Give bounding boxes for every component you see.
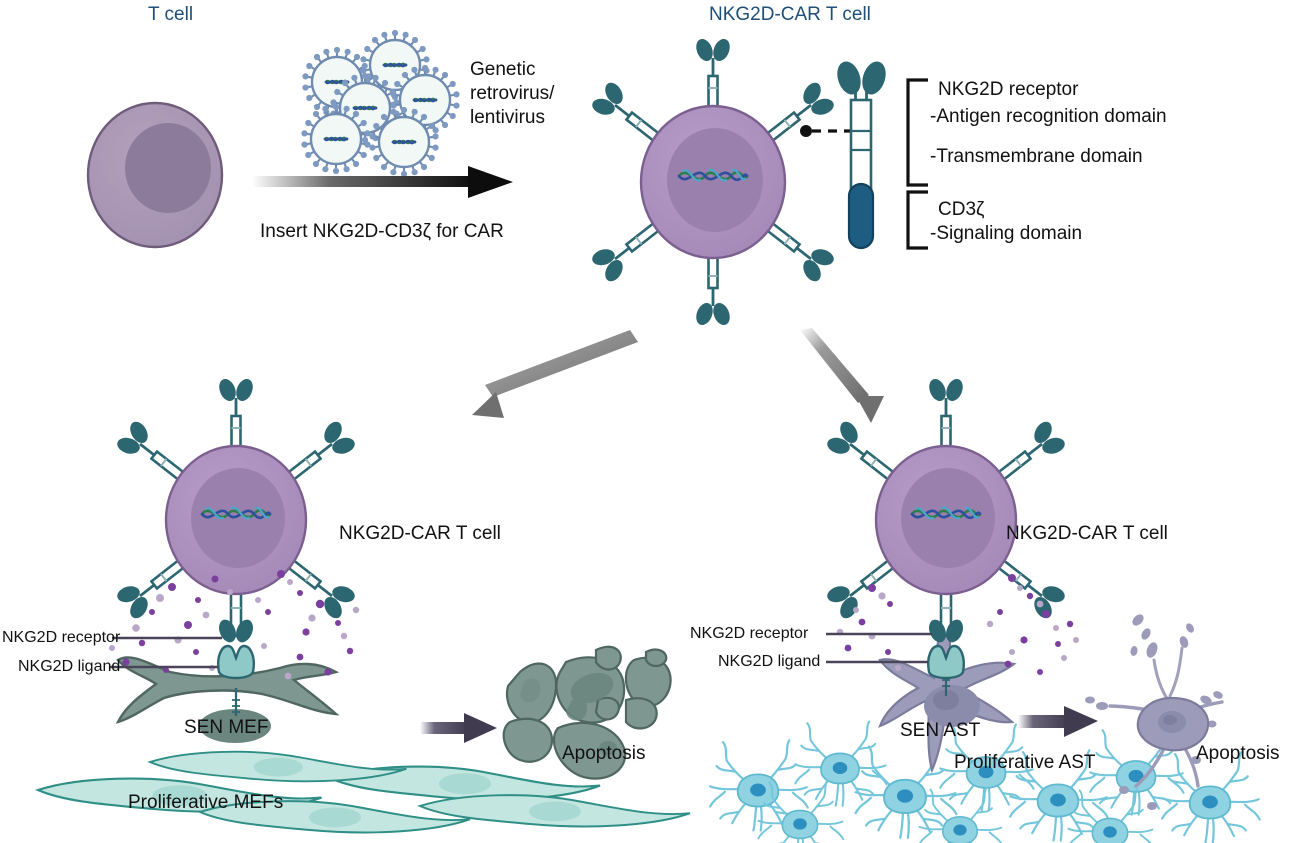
callout-anchor-dot	[800, 125, 812, 137]
legend-antigen-recognition-domain: -Antigen recognition domain	[930, 106, 1167, 127]
left-apoptosis-label: Apoptosis	[562, 743, 646, 764]
bracket-upper	[906, 78, 928, 187]
sen-ast-label: SEN AST	[900, 720, 981, 741]
antigen-lobe-left	[837, 61, 861, 95]
apoptotic-fragments	[1085, 614, 1223, 810]
antigen-lobe-right	[862, 61, 886, 95]
apoptotic-mef-inner	[520, 672, 617, 755]
apoptosis-arrow-right	[1018, 706, 1098, 737]
proliferative-ast-label: Proliferative AST	[954, 752, 1096, 773]
leader-lines-left	[110, 636, 222, 669]
car-receptor-schematic	[800, 61, 928, 250]
branch-arrow-right	[800, 328, 884, 423]
apoptotic-ast	[1085, 614, 1224, 810]
left-panel-car-title: NKG2D-CAR T cell	[339, 523, 501, 544]
t-cell-title: T cell	[148, 4, 194, 25]
sen-mef-cell	[115, 656, 340, 743]
sen-mef-nucleus	[199, 709, 271, 743]
leader-lines-right	[826, 632, 932, 664]
right-nkg2d-ligand-label: NKG2D ligand	[718, 653, 821, 670]
transduction-label-line2: retrovirus/	[470, 83, 555, 104]
right-apoptosis-label: Apoptosis	[1196, 743, 1280, 764]
virus-cluster	[301, 30, 459, 177]
sasp-particles-left	[122, 570, 354, 676]
legend-nkg2d-receptor: NKG2D receptor	[938, 79, 1079, 100]
car-t-cell-title: NKG2D-CAR T cell	[709, 4, 871, 25]
legend-transmembrane-domain: -Transmembrane domain	[930, 146, 1143, 167]
cd3-zeta-domain	[847, 182, 875, 250]
left-nkg2d-receptor-label: NKG2D receptor	[2, 629, 121, 646]
t-cell	[86, 101, 224, 249]
legend-cd3-zeta: CD3ζ	[938, 199, 985, 220]
right-nkg2d-receptor-label: NKG2D receptor	[690, 625, 809, 642]
car-t-cell-top	[584, 35, 842, 329]
transduction-label-line3: lentivirus	[470, 107, 545, 128]
sasp-particles-right	[844, 574, 1074, 675]
sen-mef-label: SEN MEF	[184, 717, 269, 738]
transduction-arrow	[252, 166, 513, 198]
branch-arrow-left	[472, 330, 638, 418]
proliferative-mefs-label: Proliferative MEFs	[128, 792, 284, 813]
apoptosis-arrow-left	[420, 713, 497, 743]
car-t-cell-left	[109, 375, 363, 638]
legend-signaling-domain: -Signaling domain	[930, 223, 1083, 244]
sen-ast-cell	[878, 615, 1017, 774]
bracket-lower	[906, 190, 928, 250]
car-t-cell-right	[819, 375, 1073, 638]
insert-car-label: Insert NKG2D-CD3ζ for CAR	[260, 221, 504, 242]
left-nkg2d-ligand-label: NKG2D ligand	[18, 658, 121, 675]
transduction-label-line1: Genetic	[470, 59, 536, 80]
right-panel-car-title: NKG2D-CAR T cell	[1006, 523, 1168, 544]
